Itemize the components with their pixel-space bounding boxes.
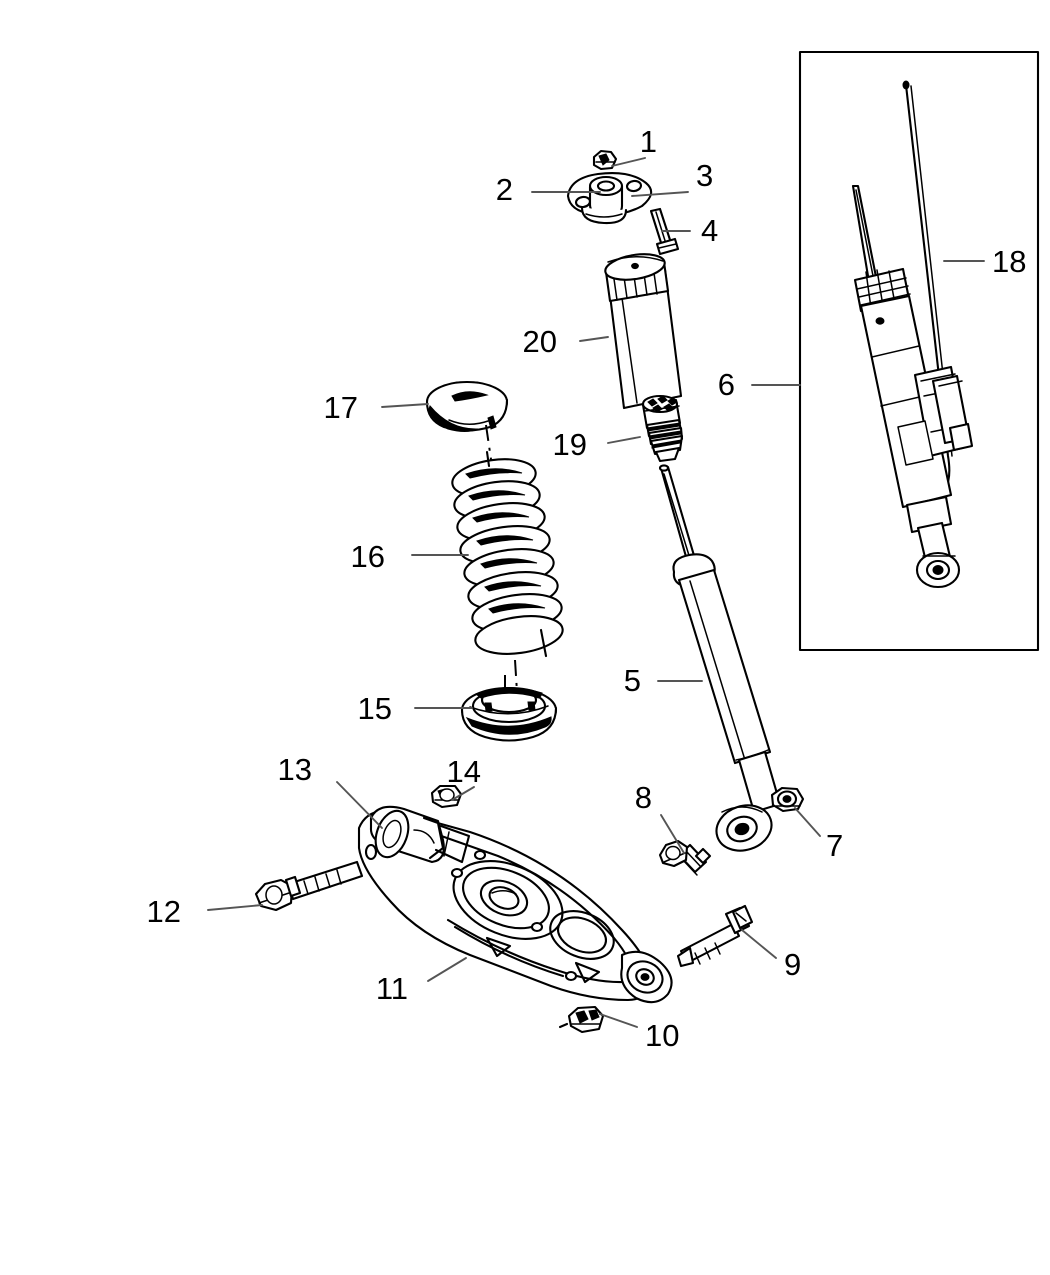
callout-14: 14 [447,754,481,789]
control-arm-inner-bolt-drawing [254,860,364,912]
callout-13: 13 [278,752,312,787]
leader-lines [207,157,985,1028]
mount-bolt-drawing [649,207,680,256]
electronic-shock-absorber-inset [798,50,1040,652]
lower-shock-nut-drawing [770,786,805,813]
upper-spring-isolator-drawing [425,380,509,432]
lower-control-arm-drawing [357,805,673,1004]
callout-12: 12 [147,894,181,929]
callout-10: 10 [645,1018,679,1053]
callout-17: 17 [324,390,358,425]
lower-spring-isolator-drawing [460,686,558,742]
shock-upper-mount-drawing [566,172,653,225]
callout-11: 11 [376,971,408,1006]
callout-labels: 1 2 3 4 5 6 7 8 9 10 11 12 13 14 15 16 1… [147,124,1027,1053]
callout-19: 19 [553,427,587,462]
callout-3: 3 [696,158,713,193]
coil-spring-drawing [451,450,564,658]
callout-18: 18 [992,244,1026,279]
jounce-bumper-drawing [641,394,684,463]
callout-9: 9 [784,947,801,982]
callout-6: 6 [718,367,735,402]
callout-8: 8 [635,780,652,815]
callout-16: 16 [351,539,385,574]
callout-20: 20 [523,324,557,359]
callout-2: 2 [496,172,513,207]
control-arm-outer-bolt-drawing [676,904,754,968]
callout-5: 5 [624,663,641,698]
callout-15: 15 [358,691,392,726]
callout-7: 7 [826,828,843,863]
upper-mount-nut-drawing [592,149,618,171]
control-arm-outer-nut-drawing [558,1005,605,1034]
spring-seat-nut-drawing [430,784,463,809]
callout-4: 4 [701,213,718,248]
shock-absorber-drawing [658,464,782,852]
callout-1: 1 [640,124,657,159]
electronic-shock-drawing [851,184,974,589]
dust-shield-drawing [604,253,683,410]
